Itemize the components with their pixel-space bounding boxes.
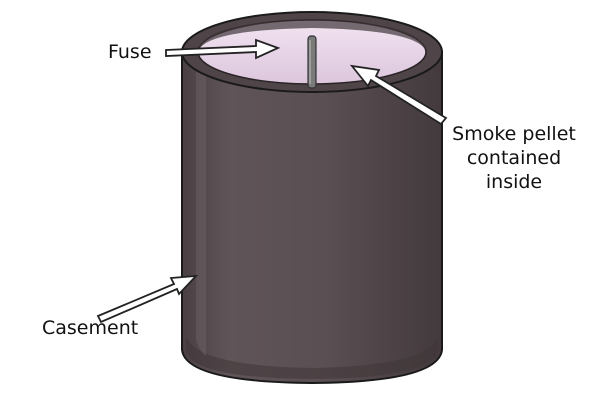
casing-body [181,51,443,385]
smoke-pellet-label-line-2: contained [466,147,562,169]
fuse [307,35,317,89]
fuse-label: Fuse [108,41,152,63]
smoke-pellet-label-line-3: inside [485,171,543,193]
smoke-pellet-label-line-1: Smoke pellet [452,123,576,145]
smoke-pellet-arrow [349,64,448,126]
casing-side-highlight [196,70,206,356]
casement-label: Casement [42,317,139,339]
inner-rim-shade [198,20,426,52]
smoke-pellet-label: Smoke pellet contained inside [452,122,576,194]
casement-arrow [96,274,199,324]
fuse-arrow [165,38,281,60]
casing-bottom-shade [186,336,438,379]
